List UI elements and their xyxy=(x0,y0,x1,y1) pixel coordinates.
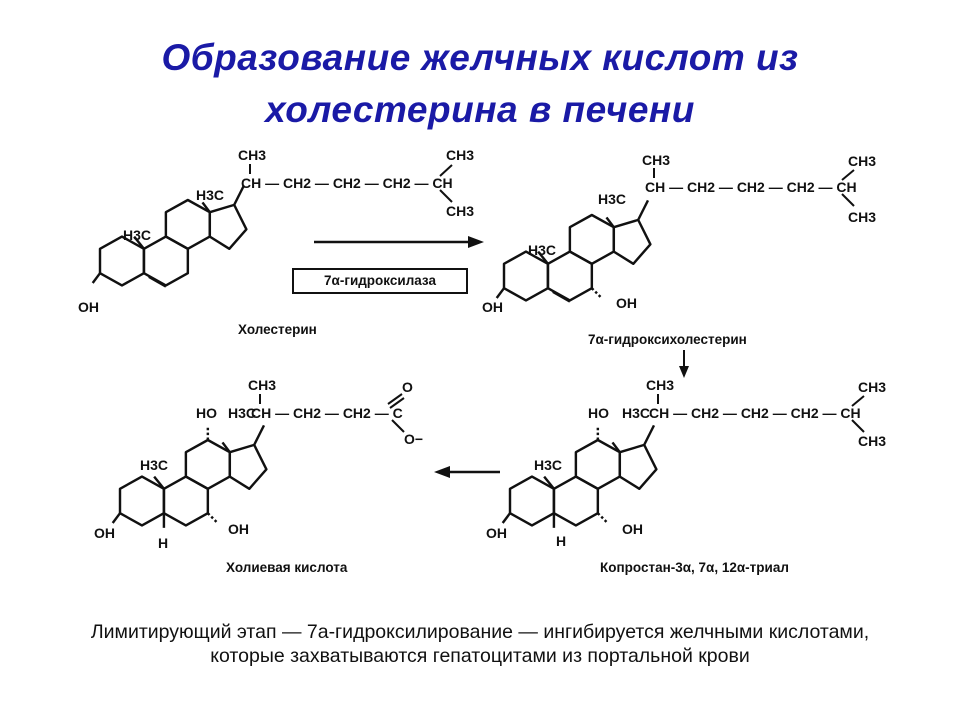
cholesterol-h3c-c: H3C xyxy=(196,187,224,203)
cholesterol-sidechain: CH — CH2 — CH2 — CH2 — CH xyxy=(241,175,453,191)
coprostane-h3c-a: H3C xyxy=(534,457,562,473)
label-cholesterol: Холестерин xyxy=(238,322,317,337)
reaction-arrowhead-2 xyxy=(679,366,689,378)
slide-title-line-2: холестерина в печени xyxy=(265,89,695,130)
label-hydroxycholesterol: 7α-гидроксихолестерин xyxy=(588,332,747,347)
cholesterol-ch3-top: CH3 xyxy=(238,147,266,163)
hydroxycholesterol-oh-3: OH xyxy=(482,299,503,315)
cholic-acid-oh-3: OH xyxy=(94,525,115,541)
slide-title-line-1: Образование желчных кислот из xyxy=(161,37,799,78)
cholic-acid-ch3-top: CH3 xyxy=(248,377,276,393)
hydroxycholesterol-structure xyxy=(495,199,652,303)
coprostane-oh-3: OH xyxy=(486,525,507,541)
coprostane-structure xyxy=(501,424,658,528)
cholic-acid-h3c-c: H3C xyxy=(228,405,256,421)
hydroxycholesterol-h3c-a: H3C xyxy=(528,242,556,258)
enzyme-label-box: 7α-гидроксилаза xyxy=(292,268,468,294)
coprostane-ch3-top: CH3 xyxy=(646,377,674,393)
cholesterol-ch3-end-b: CH3 xyxy=(446,203,474,219)
hydroxycholesterol-sidechain: CH — CH2 — CH2 — CH2 — CH xyxy=(645,179,857,195)
cholesterol-ch3-end-a: CH3 xyxy=(446,147,474,163)
cholic-acid-h3c-a: H3C xyxy=(140,457,168,473)
cholesterol-structure xyxy=(91,184,248,288)
cholic-acid-carbonyl-o: O xyxy=(402,379,413,395)
coprostane-sidechain: CH — CH2 — CH2 — CH2 — CH xyxy=(649,405,861,421)
coprostane-ch3-end-b: CH3 xyxy=(858,433,886,449)
cholic-acid-structure xyxy=(111,424,268,528)
reaction-arrowhead-3 xyxy=(434,466,450,478)
cholic-acid-h-5: H xyxy=(158,535,168,551)
hydroxycholesterol-ch3-top: CH3 xyxy=(642,152,670,168)
coprostane-ho-12: HO xyxy=(588,405,609,421)
label-coprostane: Копростан-3α, 7α, 12α-триал xyxy=(600,560,789,575)
cholic-acid-sidechain: CH — CH2 — CH2 — C xyxy=(251,405,403,421)
cholic-acid-oh-7: OH xyxy=(228,521,249,537)
coprostane-h-5: H xyxy=(556,533,566,549)
cholesterol-oh: OH xyxy=(78,299,99,315)
hydroxycholesterol-ch3-end-b: CH3 xyxy=(848,209,876,225)
label-cholic-acid: Холиевая кислота xyxy=(226,560,348,575)
cholic-acid-carboxylate-o: O− xyxy=(404,431,423,447)
hydroxycholesterol-h3c-c: H3C xyxy=(598,191,626,207)
coprostane-ch3-end-a: CH3 xyxy=(858,379,886,395)
hydroxycholesterol-oh-7: OH xyxy=(616,295,637,311)
hydroxycholesterol-ch3-end-a: CH3 xyxy=(848,153,876,169)
coprostane-oh-7: OH xyxy=(622,521,643,537)
rate-limiting-note: Лимитирующий этап — 7а-гидроксилирование… xyxy=(90,621,870,667)
cholic-acid-ho-12: HO xyxy=(196,405,217,421)
reaction-arrowhead-1 xyxy=(468,236,484,248)
cholesterol-h3c-a: H3C xyxy=(123,227,151,243)
coprostane-h3c-c: H3C xyxy=(622,405,650,421)
